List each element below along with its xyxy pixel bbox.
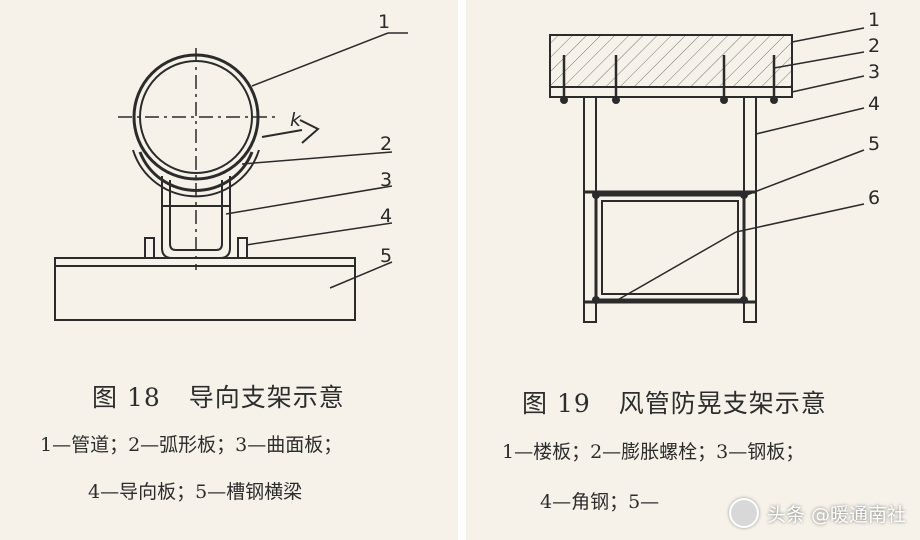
leader-1 <box>251 32 389 87</box>
figure-18-number: 图 18 <box>92 383 161 412</box>
channel-beam <box>54 257 356 321</box>
leader-4 <box>245 222 393 246</box>
leader-2 <box>241 151 393 165</box>
guide-plate-right <box>237 237 248 259</box>
weld-point-3 <box>592 296 600 304</box>
weld-point-1 <box>592 191 600 199</box>
steel-plate <box>549 86 793 98</box>
leader-6a <box>735 203 865 233</box>
label-2: 2 <box>380 133 392 155</box>
watermark-logo-icon <box>728 498 759 528</box>
leader-4 <box>755 107 865 135</box>
figure-19-number: 图 19 <box>522 389 591 418</box>
figure-18-title: 导向支架示意 <box>188 383 345 412</box>
bolt-nut-2 <box>612 96 620 104</box>
force-arrow-head <box>299 119 320 144</box>
weld-point-2 <box>740 191 748 199</box>
force-arrow-shaft <box>261 129 303 138</box>
watermark: 头条 @暖通南社 <box>728 498 906 528</box>
label-5: 5 <box>868 133 880 155</box>
force-label: k <box>290 109 302 131</box>
duct <box>594 193 746 302</box>
leader-5 <box>329 261 393 289</box>
bolt-nut-3 <box>720 96 728 104</box>
weld-point-4 <box>740 296 748 304</box>
label-1: 1 <box>868 9 880 31</box>
panel-divider <box>458 0 466 540</box>
floor-slab <box>549 34 793 88</box>
figure-18-legend-line-1: 1—管道；2—弧形板；3—曲面板； <box>40 434 343 456</box>
label-2: 2 <box>868 35 880 57</box>
figure-19-legend-line-2: 4—角钢；5— <box>540 491 660 513</box>
label-6: 6 <box>868 187 880 209</box>
figure-18-legend-line-2: 4—导向板；5—槽钢横梁 <box>88 481 303 503</box>
figure-19-caption: 图 19 风管防晃支架示意 <box>522 384 827 420</box>
figure-19-legend-line-1: 1—楼板；2—膨胀螺栓；3—钢板； <box>502 441 805 463</box>
angle-steel-right <box>743 96 757 323</box>
leader-5 <box>743 149 865 197</box>
label-3: 3 <box>380 169 392 191</box>
label-4: 4 <box>868 93 880 115</box>
guide-support-drawing: 1 2 3 4 5 k <box>54 11 408 321</box>
leader-6b <box>613 231 737 303</box>
leader-1 <box>791 27 865 43</box>
bolt-nut-4 <box>770 96 778 104</box>
watermark-text: 头条 @暖通南社 <box>766 503 906 526</box>
label-4: 4 <box>380 205 392 227</box>
angle-steel-left <box>583 96 597 323</box>
label-1: 1 <box>378 11 390 33</box>
leader-3 <box>225 185 393 215</box>
leader-3 <box>791 75 865 93</box>
figure-18-caption: 图 18 导向支架示意 <box>92 378 345 414</box>
figure-19-panel: 1 2 3 4 5 6 图 19 风管防晃支架示意 1—楼板；2—膨胀螺栓；3—钢… <box>466 0 920 540</box>
guide-plate-left <box>144 237 155 259</box>
figure-19-title: 风管防晃支架示意 <box>618 389 827 418</box>
duct-anti-sway-drawing: 1 2 3 4 5 6 <box>549 9 880 323</box>
duct-inner <box>601 200 739 295</box>
figure-18-panel: 1 2 3 4 5 k 图 18 导向支架示意 1—管道；2—弧形板；3—曲面板；… <box>0 0 458 540</box>
bolt-nut-1 <box>560 96 568 104</box>
label-3: 3 <box>868 61 880 83</box>
label-5: 5 <box>380 245 392 267</box>
leader-2 <box>773 51 865 69</box>
